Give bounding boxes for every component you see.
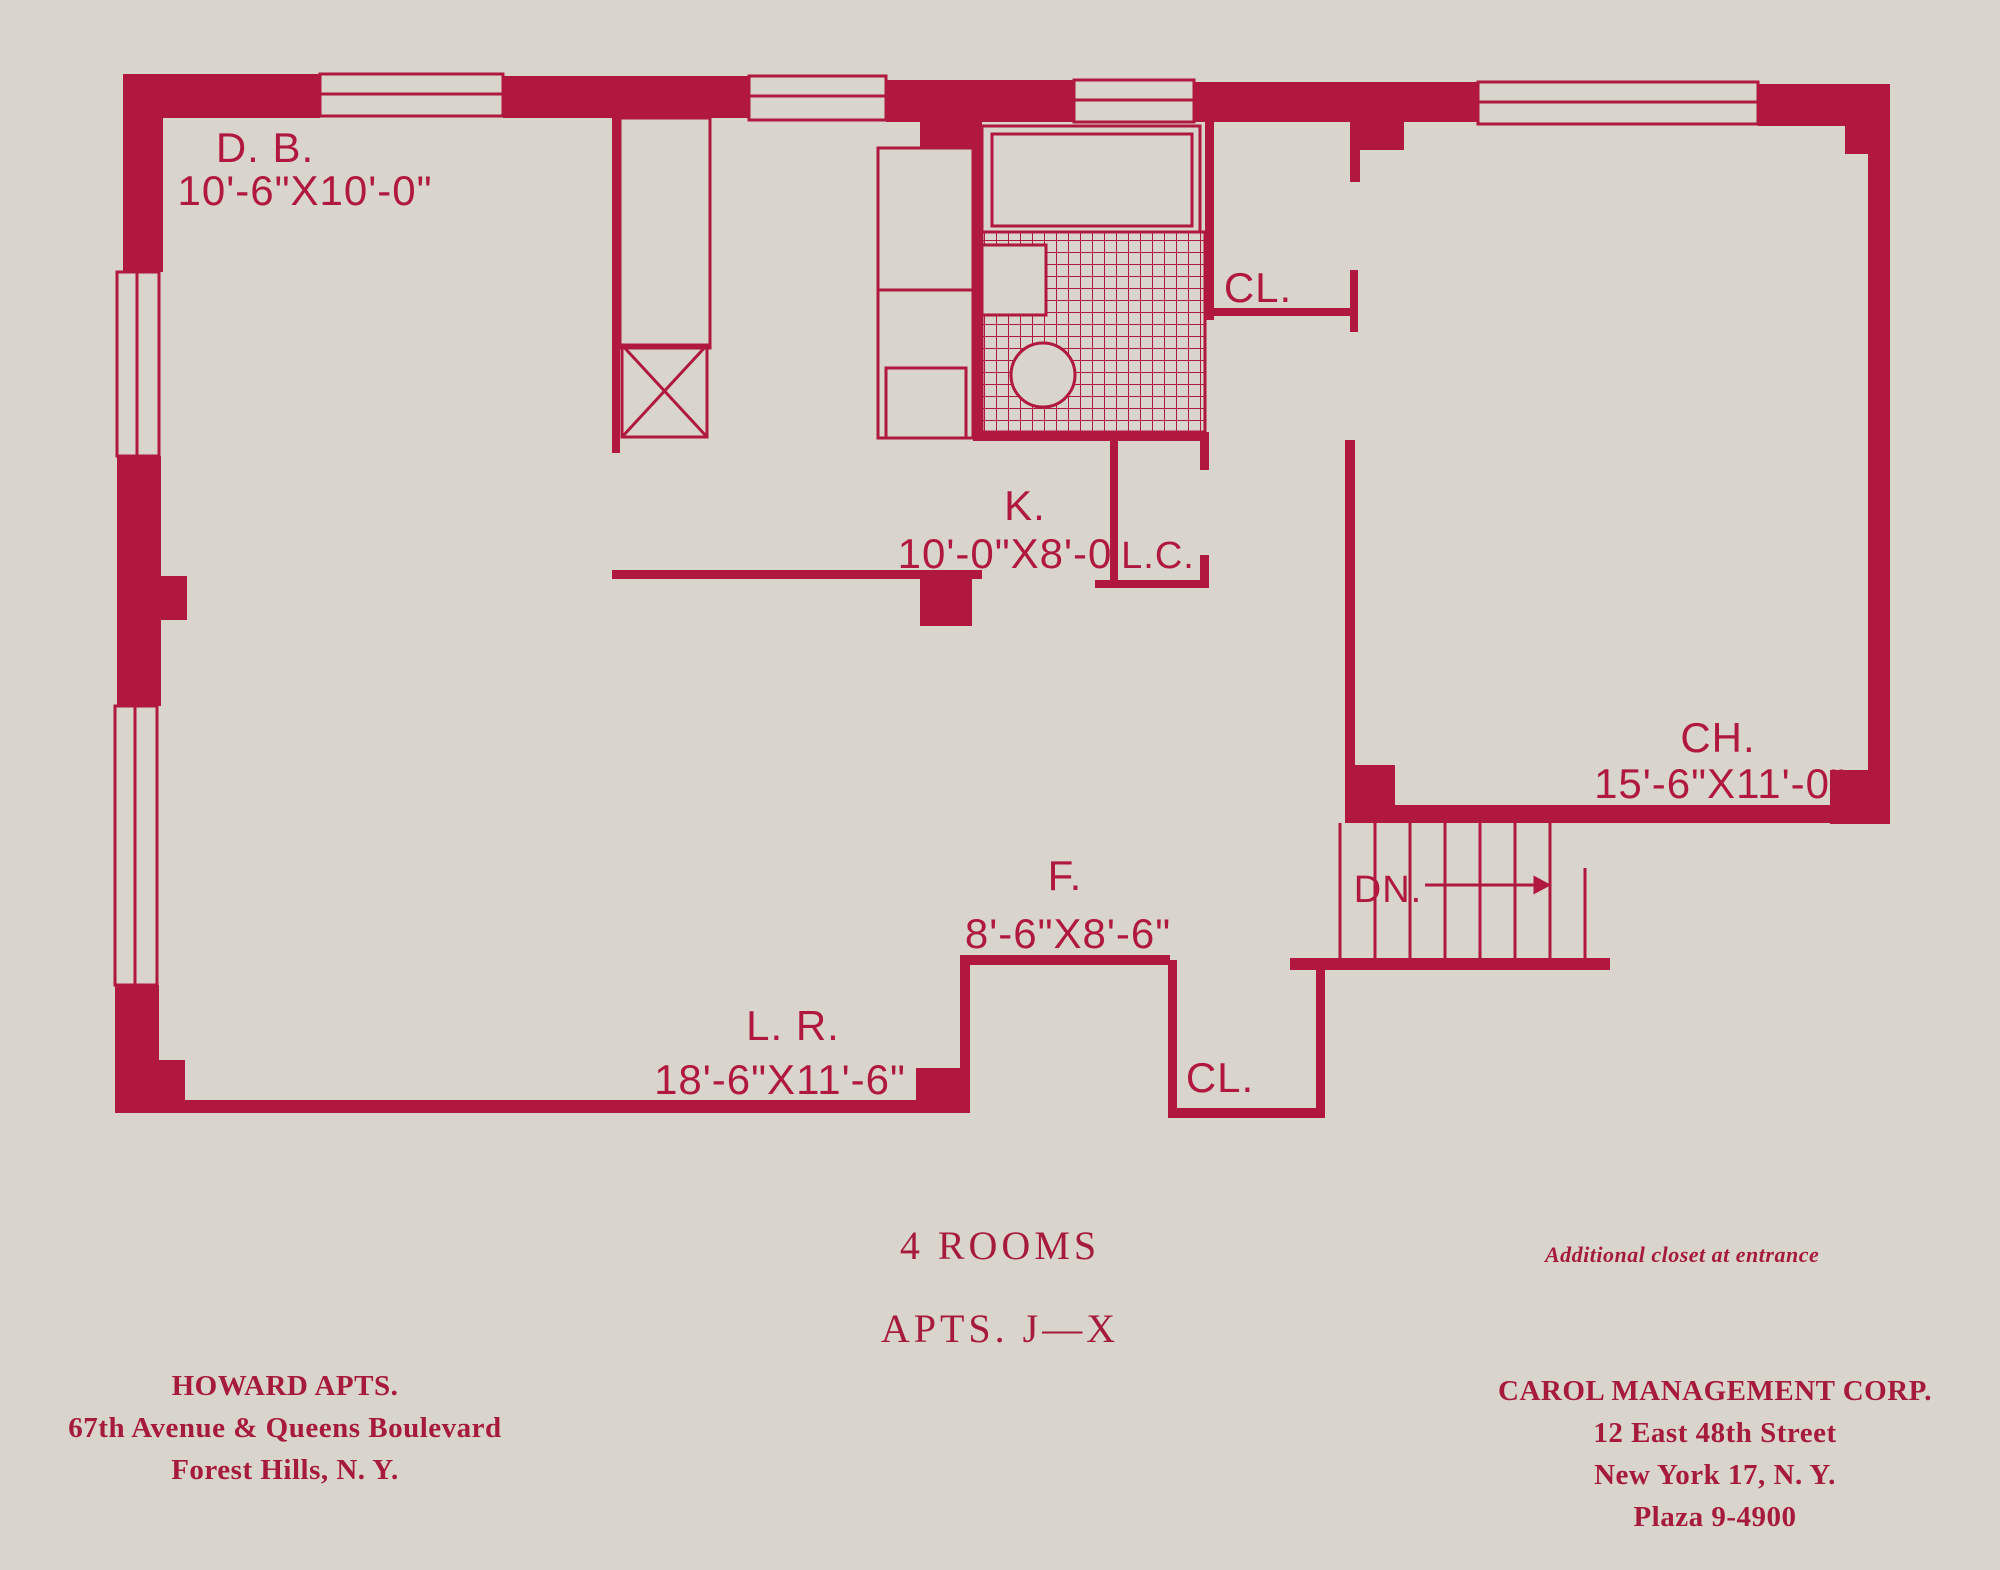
management-info: CAROL MANAGEMENT CORP. 12 East 48th Stre…	[1450, 1370, 1980, 1538]
apts-heading: APTS. J—X	[880, 1306, 1120, 1351]
closet-note: Additional closet at entrance	[1545, 1242, 1820, 1267]
rooms-heading: 4 ROOMS	[899, 1223, 1101, 1268]
management-phone: Plaza 9-4900	[1633, 1501, 1797, 1533]
kitchen-name: K.	[1004, 482, 1046, 529]
building-city: Forest Hills, N. Y.	[171, 1454, 399, 1486]
exterior-walls	[115, 74, 1890, 1118]
windows	[113, 72, 1760, 987]
closet-top-name: CL.	[1224, 264, 1292, 311]
building-info: HOWARD APTS. 67th Avenue & Queens Boulev…	[20, 1365, 550, 1491]
stairs-label: DN.	[1354, 869, 1422, 911]
chamber-name: CH.	[1680, 714, 1755, 761]
foyer-name: F.	[1048, 852, 1083, 899]
living-room-size: 18'-6"X11'-6"	[654, 1056, 906, 1103]
chamber-size: 15'-6"X11'-0"	[1594, 760, 1846, 807]
management-name: CAROL MANAGEMENT CORP.	[1498, 1375, 1932, 1407]
linen-closet-name: L.C.	[1121, 535, 1195, 577]
bathroom	[980, 124, 1207, 434]
management-city: New York 17, N. Y.	[1594, 1459, 1836, 1491]
kitchen-size: 10'-0"X8'-0	[898, 530, 1113, 577]
building-name: HOWARD APTS.	[171, 1370, 399, 1402]
management-street: 12 East 48th Street	[1593, 1417, 1837, 1449]
living-room-name: L. R.	[746, 1002, 840, 1049]
dining-bay-name: D. B.	[216, 124, 314, 171]
building-address: 67th Avenue & Queens Boulevard	[68, 1412, 502, 1444]
stairs	[1338, 823, 1587, 960]
kitchen-fixtures	[618, 116, 975, 440]
foyer-size: 8'-6"X8'-6"	[965, 910, 1171, 957]
dining-bay-size: 10'-6"X10'-0"	[178, 167, 433, 214]
closet-bottom-name: CL.	[1186, 1054, 1254, 1101]
